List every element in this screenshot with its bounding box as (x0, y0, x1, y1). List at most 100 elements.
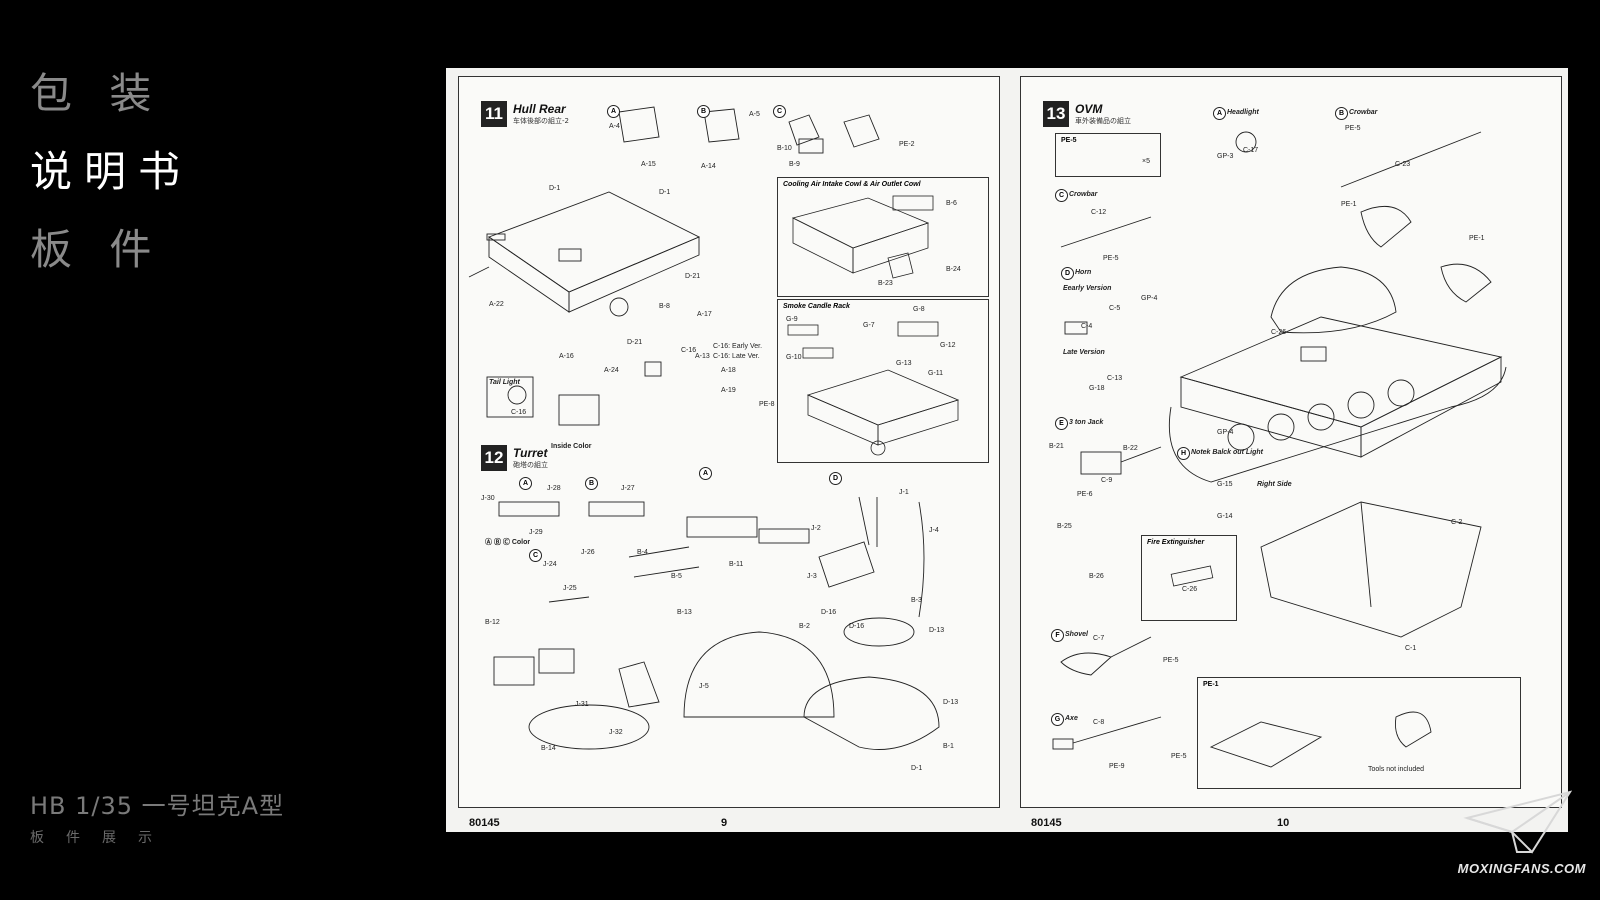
part-label: G-10 (786, 354, 802, 361)
callout-b: B (585, 477, 598, 490)
part-label: PE-9 (1109, 763, 1125, 770)
part-label: PE-1 (1341, 201, 1357, 208)
menu-item-packaging[interactable]: 包 装 (30, 69, 164, 118)
callout-c: C (1055, 189, 1068, 202)
step-subtitle: 车体後部の組立-2 (513, 117, 569, 125)
part-label: C-26 (1271, 329, 1287, 336)
box-title: PE-5 (1061, 137, 1077, 144)
part-label: J-24 (543, 561, 557, 568)
part-label: B-24 (946, 266, 961, 273)
part-label: B-26 (1089, 573, 1104, 580)
part-label: B-21 (1049, 443, 1064, 450)
menu-item-sprues[interactable]: 板 件 (30, 225, 164, 274)
part-label: J-30 (481, 495, 495, 502)
part-label: D-21 (627, 339, 643, 346)
product-caption: HB 1/35 一号坦克A型 板件展示 (30, 786, 284, 847)
instruction-sheet: 11 Hull Rear 车体後部の組立-2 12 Turret 砲塔の組立 I… (446, 68, 1568, 832)
part-label: B-23 (878, 280, 893, 287)
part-label: G-14 (1217, 513, 1233, 520)
part-label: C-12 (1091, 209, 1107, 216)
part-label: C-5 (1109, 305, 1121, 312)
part-label: C-17 (1243, 147, 1259, 154)
pe1-box: PE-1 Tools not included (1197, 677, 1521, 789)
item-label-horn: Horn (1075, 269, 1092, 276)
pe5-box: PE-5 ×5 (1055, 133, 1161, 177)
instruction-page-right: 13 OVM 車外装備品の組立 PE-5 ×5 (1020, 76, 1562, 829)
part-label: PE-5 (1345, 125, 1361, 132)
product-subtitle: 板件展示 (30, 830, 174, 846)
part-label: C-1 (1405, 645, 1417, 652)
step-12-header: 12 Turret 砲塔の組立 (481, 445, 548, 471)
subassembly-box-smoke: Smoke Candle Rack G-9 G-10 G-7 G-8 (777, 299, 989, 463)
part-label: B-6 (946, 200, 957, 207)
item-label-crowbar: Crowbar (1349, 109, 1378, 116)
part-label: G-15 (1217, 481, 1233, 488)
assembly-drawing-left (468, 106, 940, 750)
page-code: 80145 (1031, 817, 1062, 829)
part-label: D-1 (659, 189, 671, 196)
tools-note: Tools not included (1368, 766, 1425, 773)
callout-c: C (529, 549, 542, 562)
section-menu: 包 装 说明书 板 件 (30, 55, 192, 289)
part-label: A-16 (559, 353, 574, 360)
menu-item-instructions[interactable]: 说明书 (30, 147, 193, 196)
part-label: J-3 (807, 573, 817, 580)
part-label: G-8 (913, 306, 925, 313)
part-label: B-4 (637, 549, 648, 556)
part-label: C-4 (1081, 323, 1093, 330)
part-label: J-28 (547, 485, 561, 492)
watermark-text: MOXINGFANS.COM (1457, 861, 1586, 876)
step-title: Hull Rear (513, 102, 566, 116)
part-label: C-7 (1093, 635, 1105, 642)
item-label-shovel: Shovel (1065, 631, 1088, 638)
part-label: A-14 (701, 163, 716, 170)
step-number: 13 (1043, 101, 1069, 127)
part-label: J-2 (811, 525, 821, 532)
product-title: HB 1/35 一号坦克A型 (30, 792, 285, 820)
part-label: J-4 (929, 527, 939, 534)
fire-extinguisher-box: Fire Extinguisher C-26 (1141, 535, 1237, 621)
part-label: G-7 (863, 322, 875, 329)
part-label: B-25 (1057, 523, 1072, 530)
page-number: 9 (721, 817, 728, 829)
part-label: B-14 (541, 745, 556, 752)
part-label: C-2 (1451, 519, 1463, 526)
part-label: B-12 (485, 619, 500, 626)
part-label: GP-3 (1217, 153, 1234, 160)
part-label: A-15 (641, 161, 656, 168)
part-label: D-21 (685, 273, 701, 280)
part-label: B-11 (729, 561, 744, 568)
item-label-notek: Notek Balck out Light (1191, 449, 1263, 456)
part-label: G-11 (928, 370, 944, 377)
part-label: B-10 (777, 145, 792, 152)
callout-g: G (1051, 713, 1064, 726)
callout-b: B (1335, 107, 1348, 120)
item-label-jack: 3 ton Jack (1069, 419, 1104, 426)
part-label: B-8 (659, 303, 670, 310)
paper-plane-logo-icon (1463, 790, 1572, 854)
early-version-label: Eearly Version (1063, 285, 1112, 292)
part-label: B-22 (1123, 445, 1138, 452)
item-label-axe: Axe (1065, 715, 1078, 722)
item-label-headlight: Headlight (1227, 109, 1259, 116)
box-title: Cooling Air Intake Cowl & Air Outlet Cow… (783, 181, 921, 188)
callout-h: H (1177, 447, 1190, 460)
color-note-label: Ⓐ Ⓑ Ⓒ Color (485, 539, 531, 546)
part-label: PE-1 (1469, 235, 1485, 242)
step-number: 12 (481, 445, 507, 471)
smoke-rack-drawing (787, 321, 960, 456)
part-label: PE-5 (1163, 657, 1179, 664)
step-title: Turret (513, 446, 548, 460)
part-label: PE-5 (1171, 753, 1187, 760)
part-label: A-22 (489, 301, 504, 308)
part-label: PE-2 (899, 141, 915, 148)
instruction-page-left: 11 Hull Rear 车体後部の組立-2 12 Turret 砲塔の組立 I… (458, 76, 1000, 829)
cooling-drawing (791, 195, 934, 279)
early-version-label: C-16: Early Ver. (713, 343, 763, 350)
fire-extinguisher-drawing (1170, 565, 1214, 587)
box-title: Fire Extinguisher (1147, 539, 1205, 546)
part-label: D-16 (821, 609, 837, 616)
part-label: J-27 (621, 485, 635, 492)
subassembly-box-cooling: Cooling Air Intake Cowl & Air Outlet Cow… (777, 177, 989, 297)
